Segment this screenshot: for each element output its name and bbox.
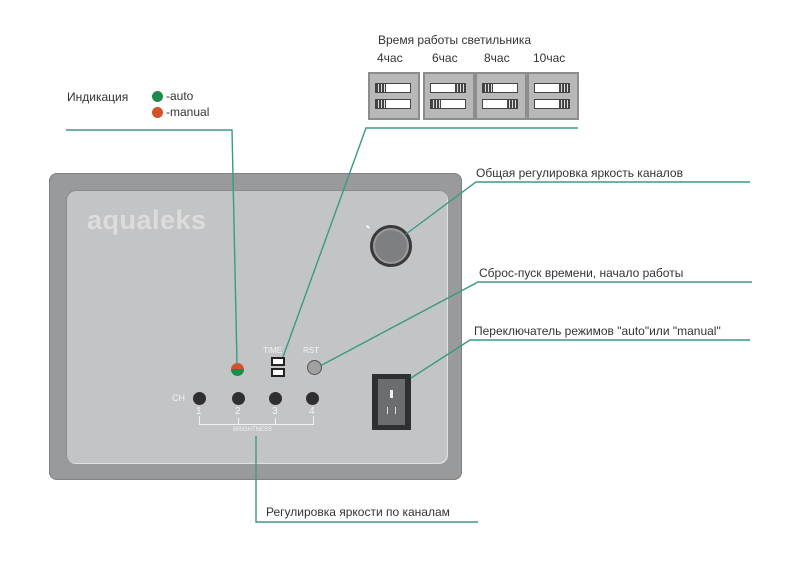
brightness-label: BRIGHTNESS xyxy=(233,427,273,433)
dip-switch-4h xyxy=(368,72,420,120)
rocker-off-mark xyxy=(387,407,396,414)
channel-3-knob[interactable] xyxy=(269,392,282,405)
auto-dot-icon xyxy=(152,91,163,102)
channel-2-knob[interactable] xyxy=(232,392,245,405)
brightness-bracket xyxy=(199,416,314,425)
callout-reset: Сброс-пуск времени, начало работы xyxy=(479,266,684,280)
rocker-face xyxy=(378,379,405,425)
leader-master-brightness xyxy=(405,181,750,235)
mode-indicator-led xyxy=(231,363,244,376)
dip-switch-10h xyxy=(527,72,579,120)
timer-option-label: 10час xyxy=(533,51,566,65)
reset-button[interactable] xyxy=(307,360,322,375)
legend-manual: -manual xyxy=(166,105,210,119)
time-dip-switch-2[interactable] xyxy=(271,368,285,377)
timer-title: Время работы светильника xyxy=(378,33,532,47)
dip-switch-6h xyxy=(423,72,475,120)
brand-logo: aqualeks xyxy=(87,205,207,235)
leader-mode-switch xyxy=(410,339,750,379)
bracket-tick xyxy=(238,418,239,424)
channel-number: 4 xyxy=(309,406,315,417)
rst-label: RST xyxy=(303,346,319,355)
manual-dot-icon xyxy=(152,107,163,118)
channel-number: 3 xyxy=(272,406,278,417)
callout-master-brightness: Общая регулировка яркость каналов xyxy=(476,166,683,180)
timer-option-label: 4час xyxy=(377,51,403,65)
timer-option-label: 6час xyxy=(432,51,458,65)
time-label: TIME xyxy=(263,346,283,355)
time-dip-switch-1[interactable] xyxy=(271,357,285,366)
channel-4-knob[interactable] xyxy=(306,392,319,405)
legend-auto: -auto xyxy=(166,89,194,103)
leader-reset xyxy=(319,281,752,367)
mode-rocker-switch[interactable] xyxy=(372,374,411,430)
channel-number: 2 xyxy=(235,406,241,417)
leader-timer xyxy=(282,127,578,358)
dip-switch-8h xyxy=(475,72,527,120)
master-brightness-knob[interactable] xyxy=(370,225,412,267)
rocker-on-mark xyxy=(390,390,393,398)
callout-channel-brightness: Регулировка яркости по каналам xyxy=(266,505,450,519)
channel-1-knob[interactable] xyxy=(193,392,206,405)
leader-channel-brightness xyxy=(255,436,478,523)
leader-indication xyxy=(66,129,238,365)
ch-label: CH xyxy=(172,393,185,403)
timer-option-label: 8час xyxy=(484,51,510,65)
bracket-tick xyxy=(275,418,276,424)
channel-number: 1 xyxy=(196,406,202,417)
indication-label: Индикация xyxy=(67,90,129,104)
callout-mode-switch: Переключатель режимов "auto"или "manual" xyxy=(474,324,721,338)
